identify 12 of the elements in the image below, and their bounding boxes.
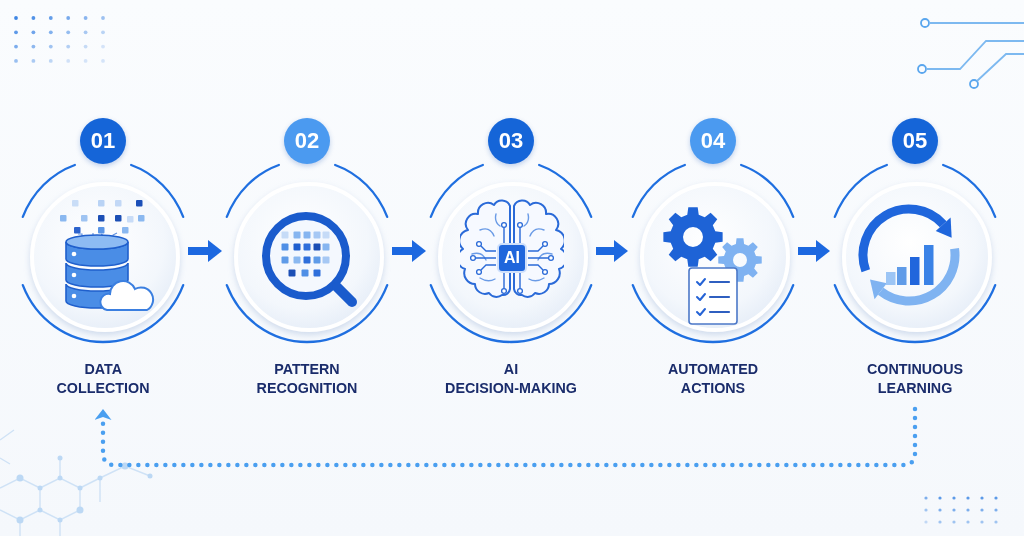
step-number: 01 (80, 118, 126, 164)
step-title: CONTINUOUS LEARNING (866, 360, 964, 397)
step-number: 02 (284, 118, 330, 164)
processor-chip: AI (497, 243, 527, 273)
step-title: DATA COLLECTION (56, 360, 150, 397)
step-number: 03 (488, 118, 534, 164)
step-title: AI DECISION-MAKING (445, 360, 577, 397)
step-number: 04 (690, 118, 736, 164)
step-number: 05 (892, 118, 938, 164)
step-title: AUTOMATED ACTIONS (668, 360, 758, 397)
step-title: PATTERN RECOGNITION (256, 360, 358, 397)
dotted-arrow (94, 406, 918, 468)
